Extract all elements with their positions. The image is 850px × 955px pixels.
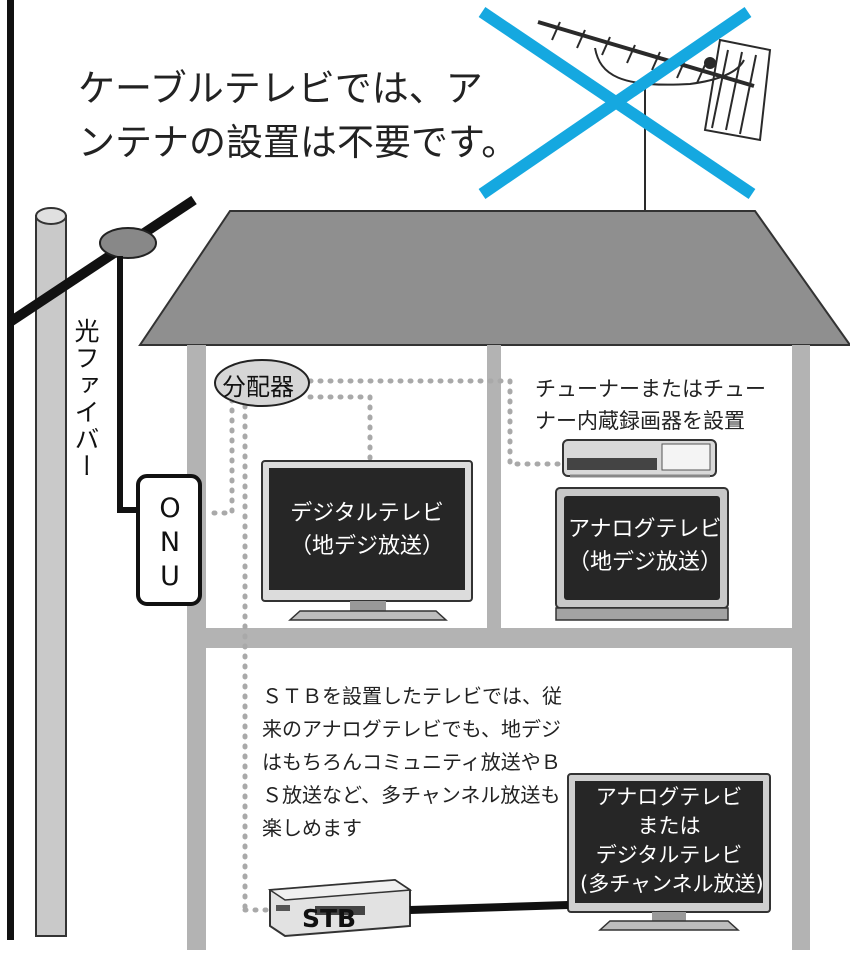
drop-cable [117, 256, 140, 513]
fiber-label: 光ファイバー [71, 318, 100, 480]
analog-tv-icon [555, 487, 729, 621]
analog-tv-label: アナログテレビ （地デジ放送） [568, 517, 723, 575]
house-wall-center [487, 345, 501, 640]
splitter-label: 分配器 [222, 373, 294, 401]
digital-tv-icon [261, 460, 473, 621]
stb-note: ＳＴＢを設置したテレビでは、従来のアナログテレビでも、地デジはもちろんコミュニテ… [262, 684, 562, 840]
splitter-shape [214, 359, 310, 407]
utility-pole [35, 207, 67, 937]
left-border-line [7, 0, 14, 940]
dotted-cables [205, 378, 573, 913]
cable-connector [99, 227, 157, 259]
onu-label: ONU [159, 493, 181, 592]
stb-device-icon [267, 878, 413, 938]
stb-label: STB [302, 904, 357, 933]
no-antenna-cross [478, 7, 756, 199]
multichannel-tv-label: アナログテレビ または デジタルテレビ (多チャンネル放送) [580, 785, 764, 896]
intro-text: ケーブルテレビでは、ア ンテナの設置は不要です。 [78, 67, 519, 164]
house-floor [187, 628, 810, 648]
stb-tv-cable [409, 901, 569, 914]
digital-tv-label: デジタルテレビ （地デジ放送） [289, 501, 444, 559]
house-roof [138, 210, 850, 346]
fiber-cable [7, 195, 197, 327]
multichannel-tv-icon [567, 773, 771, 931]
onu-box [136, 474, 202, 606]
tuner-note: チューナーまたはチュー ナー内蔵録画器を設置 [535, 377, 766, 433]
antenna-icon [537, 20, 772, 210]
tuner-device-icon [562, 439, 717, 478]
